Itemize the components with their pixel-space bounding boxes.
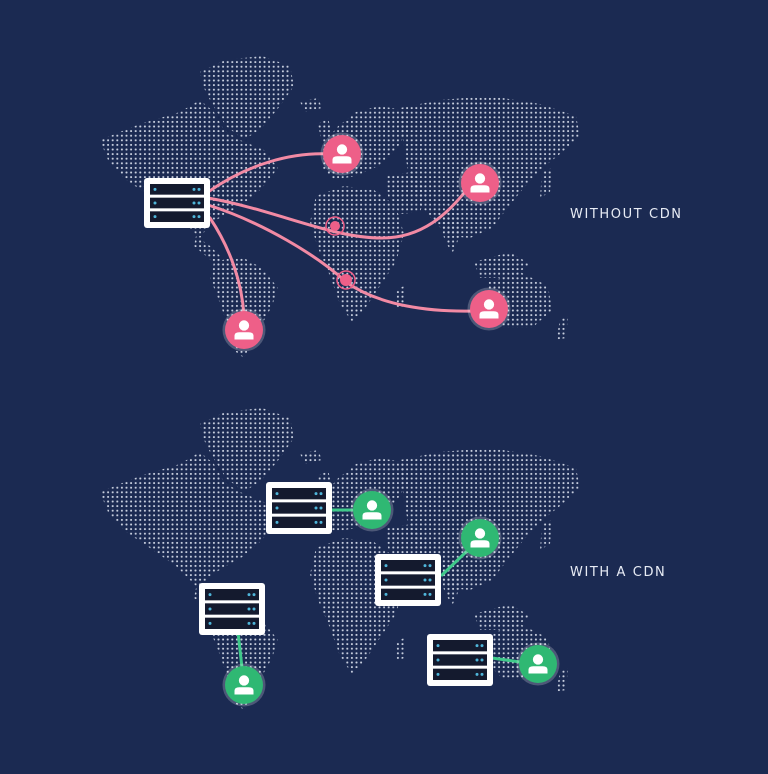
connection-line: [208, 216, 246, 318]
servers: [144, 178, 493, 686]
server-rack-unit: [433, 640, 487, 652]
server-rack-unit: [150, 184, 204, 195]
network-hops: [325, 216, 356, 290]
edge-server-icon: [199, 583, 265, 635]
hop-marker: [325, 216, 345, 236]
server-rack-unit: [205, 603, 259, 615]
server-rack-unit: [205, 617, 259, 629]
without-cdn-label: WITHOUT CDN: [570, 207, 683, 222]
server-rack-unit: [272, 516, 326, 528]
hop-marker: [340, 274, 352, 286]
connection-line: [490, 656, 522, 664]
server-rack-unit: [205, 589, 259, 601]
server-rack-unit: [433, 668, 487, 680]
server-rack-unit: [272, 488, 326, 500]
server-rack-unit: [272, 502, 326, 514]
user-icon: [222, 308, 266, 352]
hop-marker: [330, 221, 340, 231]
server-rack-unit: [381, 588, 435, 600]
edge-server-icon: [266, 482, 332, 534]
connection-line: [236, 630, 244, 670]
server-rack-unit: [150, 211, 204, 222]
server-rack-unit: [150, 197, 204, 209]
user-icon: [222, 663, 266, 707]
connection-line: [440, 550, 468, 577]
connection-line: [206, 186, 470, 240]
origin-server-icon: [144, 178, 210, 228]
edge-server-icon: [427, 634, 493, 686]
user-icon: [458, 161, 502, 205]
world-map-with-cdn: [100, 408, 580, 710]
user-icon: [467, 287, 511, 331]
hop-marker: [336, 270, 356, 290]
users: [222, 132, 560, 707]
server-rack-unit: [381, 560, 435, 572]
server-rack-unit: [381, 574, 435, 586]
user-icon: [350, 488, 394, 532]
with-cdn-label: WITH A CDN: [570, 565, 667, 580]
server-rack-unit: [433, 654, 487, 666]
user-icon: [516, 642, 560, 686]
user-icon: [320, 132, 364, 176]
edge-server-icon: [375, 554, 441, 606]
edge-connections: [236, 508, 522, 670]
connection-line: [206, 152, 332, 194]
user-icon: [458, 516, 502, 560]
